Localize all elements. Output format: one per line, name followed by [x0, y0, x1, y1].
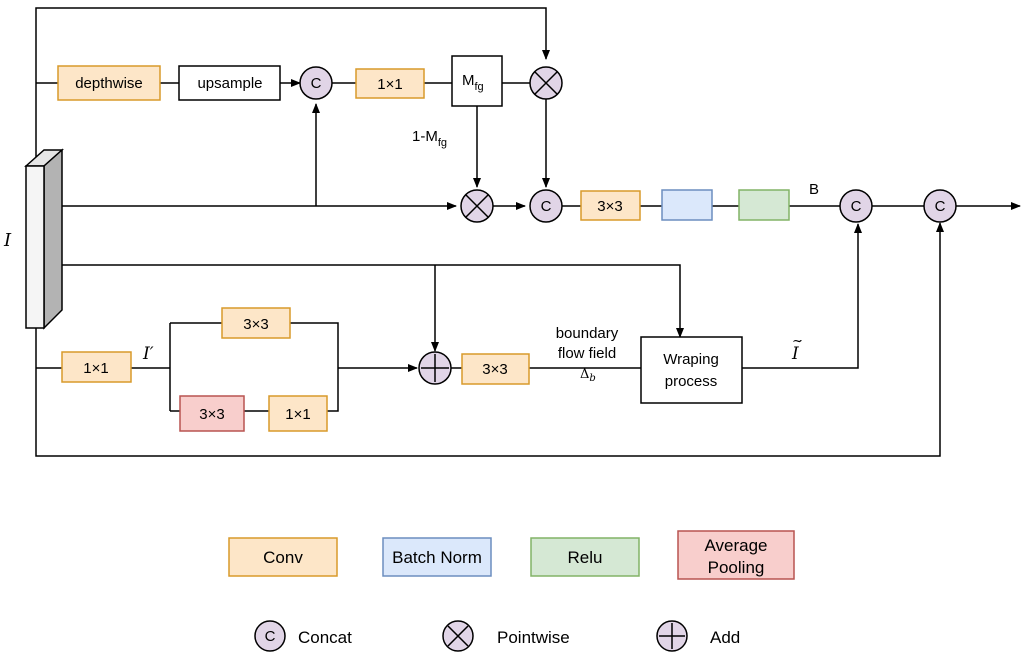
legend-pointwise-cross — [447, 625, 469, 647]
warped-i-accent: ~ — [792, 334, 803, 349]
concat-op-final — [923, 189, 957, 223]
input-to-warp-line — [62, 264, 684, 338]
warp-label-line2: process — [665, 373, 718, 390]
add-op-icon — [421, 354, 449, 382]
legend-bn-swatch — [382, 537, 492, 577]
depthwise-conv-box — [57, 65, 161, 101]
legend-add-label: Add — [710, 628, 740, 647]
concat-op-main-label: C — [541, 198, 552, 215]
legend-relu-swatch — [530, 537, 640, 577]
relu-box — [738, 189, 790, 221]
b-label: B — [809, 181, 819, 198]
concat-op-top-label: C — [311, 75, 322, 92]
input-label: I — [3, 230, 12, 251]
flow-label-line1: boundary — [556, 325, 619, 342]
legend-conv-label: Conv — [263, 548, 303, 567]
inverse-mask-label: 1-Mfg — [412, 128, 447, 149]
legend-concat-icon-label: C — [265, 628, 276, 645]
connectors — [35, 7, 1021, 457]
legend-concat-label: Concat — [298, 628, 352, 647]
input-tensor — [24, 148, 64, 330]
merge-line — [290, 322, 339, 412]
conv3x3-upper-box — [221, 307, 291, 339]
legend-conv-swatch — [228, 537, 338, 577]
legend-bn-label: Batch Norm — [392, 548, 482, 567]
mask-label: Mfg — [462, 72, 484, 93]
legend-pool-swatch — [677, 530, 795, 580]
conv3x3-main-label: 3×3 — [597, 198, 622, 215]
conv1x1-lower-label: 1×1 — [285, 406, 310, 423]
mask-box — [451, 55, 503, 107]
conv3x3-lower-box — [461, 353, 530, 385]
concat-op-top — [299, 66, 333, 100]
legend-add-plus — [659, 623, 685, 649]
legend-pool-label-line2: Pooling — [708, 558, 765, 577]
legend-concat-icon — [254, 620, 286, 652]
warp-concat-line — [742, 223, 862, 369]
legend-pointwise-label: Pointwise — [497, 628, 570, 647]
depthwise-label: depthwise — [75, 75, 143, 92]
warp-label-line1: Wraping — [663, 351, 719, 368]
conv1x1-lower-box — [268, 395, 328, 432]
concat-op-final-label: C — [935, 198, 946, 215]
conv1x1-top-box — [355, 68, 425, 99]
conv1x1-top-label: 1×1 — [377, 76, 402, 93]
pointwise-op-main-icon — [465, 194, 489, 218]
i-prime-label: I′ — [142, 344, 154, 364]
warped-i-label: I — [791, 344, 799, 364]
batch-norm-box — [661, 189, 713, 221]
conv3x3-upper-label: 3×3 — [243, 316, 268, 333]
concat-op-main — [529, 189, 563, 223]
pointwise-op-top-icon — [534, 71, 558, 95]
conv1x1-bottom-label: 1×1 — [83, 360, 108, 377]
upsample-box — [178, 65, 281, 101]
conv3x3-main-box — [580, 190, 641, 221]
flow-label-line2: flow field — [558, 345, 616, 362]
legend-relu-label: Relu — [568, 548, 603, 567]
legend: Conv Batch Norm Relu Average Pooling C C… — [228, 530, 795, 652]
delta-b-label: Δb — [580, 367, 596, 384]
concat-op-b — [839, 189, 873, 223]
bottom-skip-line — [35, 222, 944, 457]
warping-process-box — [640, 336, 743, 404]
avg-pool-label: 3×3 — [199, 406, 224, 423]
concat-op-b-label: C — [851, 198, 862, 215]
conv3x3-lower-label: 3×3 — [482, 361, 507, 378]
conv1x1-bottom-box — [61, 351, 132, 383]
legend-pool-label-line1: Average — [704, 536, 767, 555]
upsample-label: upsample — [197, 75, 262, 92]
top-skip-line — [35, 7, 550, 160]
avg-pool-box — [179, 395, 245, 432]
warped-i-prime: ′ — [799, 338, 802, 352]
